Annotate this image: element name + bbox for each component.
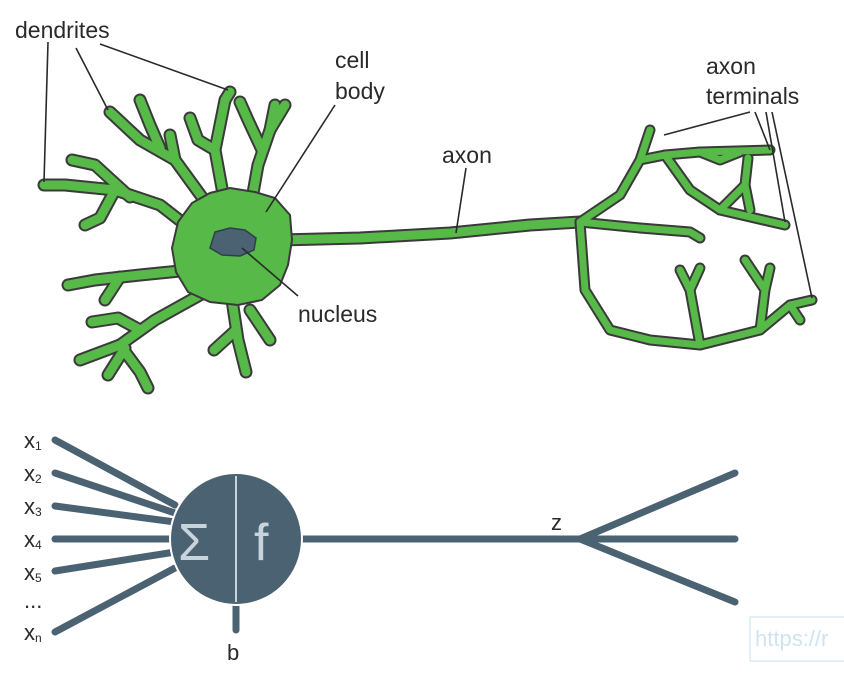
input-lines [51,436,179,636]
activation-symbol: f [254,514,269,572]
input-label: x4 [24,527,42,552]
output-label: z [551,510,562,535]
label-pointer-lines [43,41,813,299]
axon-fiber [273,215,587,247]
axon-terminals-label-line1: axon [706,53,756,79]
nucleus-label: nucleus [298,301,377,327]
artificial-neuron: Σ f x1 x2 x3 x4 x5 ... xn b z [24,428,739,665]
cell-body-label-line2: body [335,78,385,104]
input-label: xn [24,620,42,645]
axon-terminals-label-line2: terminals [706,83,799,109]
input-label: ... [24,588,42,613]
nucleus-shape [209,227,257,257]
biological-neuron: dendrites cell body axon axon terminals … [15,17,818,395]
dendrites-label: dendrites [15,17,110,43]
axon-terminal-branches [574,124,818,351]
bias-label: b [227,640,239,665]
axon-label: axon [442,142,492,168]
output-branches [576,469,739,606]
input-label: x5 [24,560,42,585]
input-label: x1 [24,428,42,453]
input-label: x3 [24,494,42,519]
dendrite-branches [37,85,292,395]
input-labels: x1 x2 x3 x4 x5 ... xn [24,428,42,645]
input-label: x2 [24,461,42,486]
cell-body-label-line1: cell [335,47,370,73]
watermark-text: https://r [755,626,828,651]
summation-symbol: Σ [178,514,210,572]
watermark: https://r [749,616,844,662]
